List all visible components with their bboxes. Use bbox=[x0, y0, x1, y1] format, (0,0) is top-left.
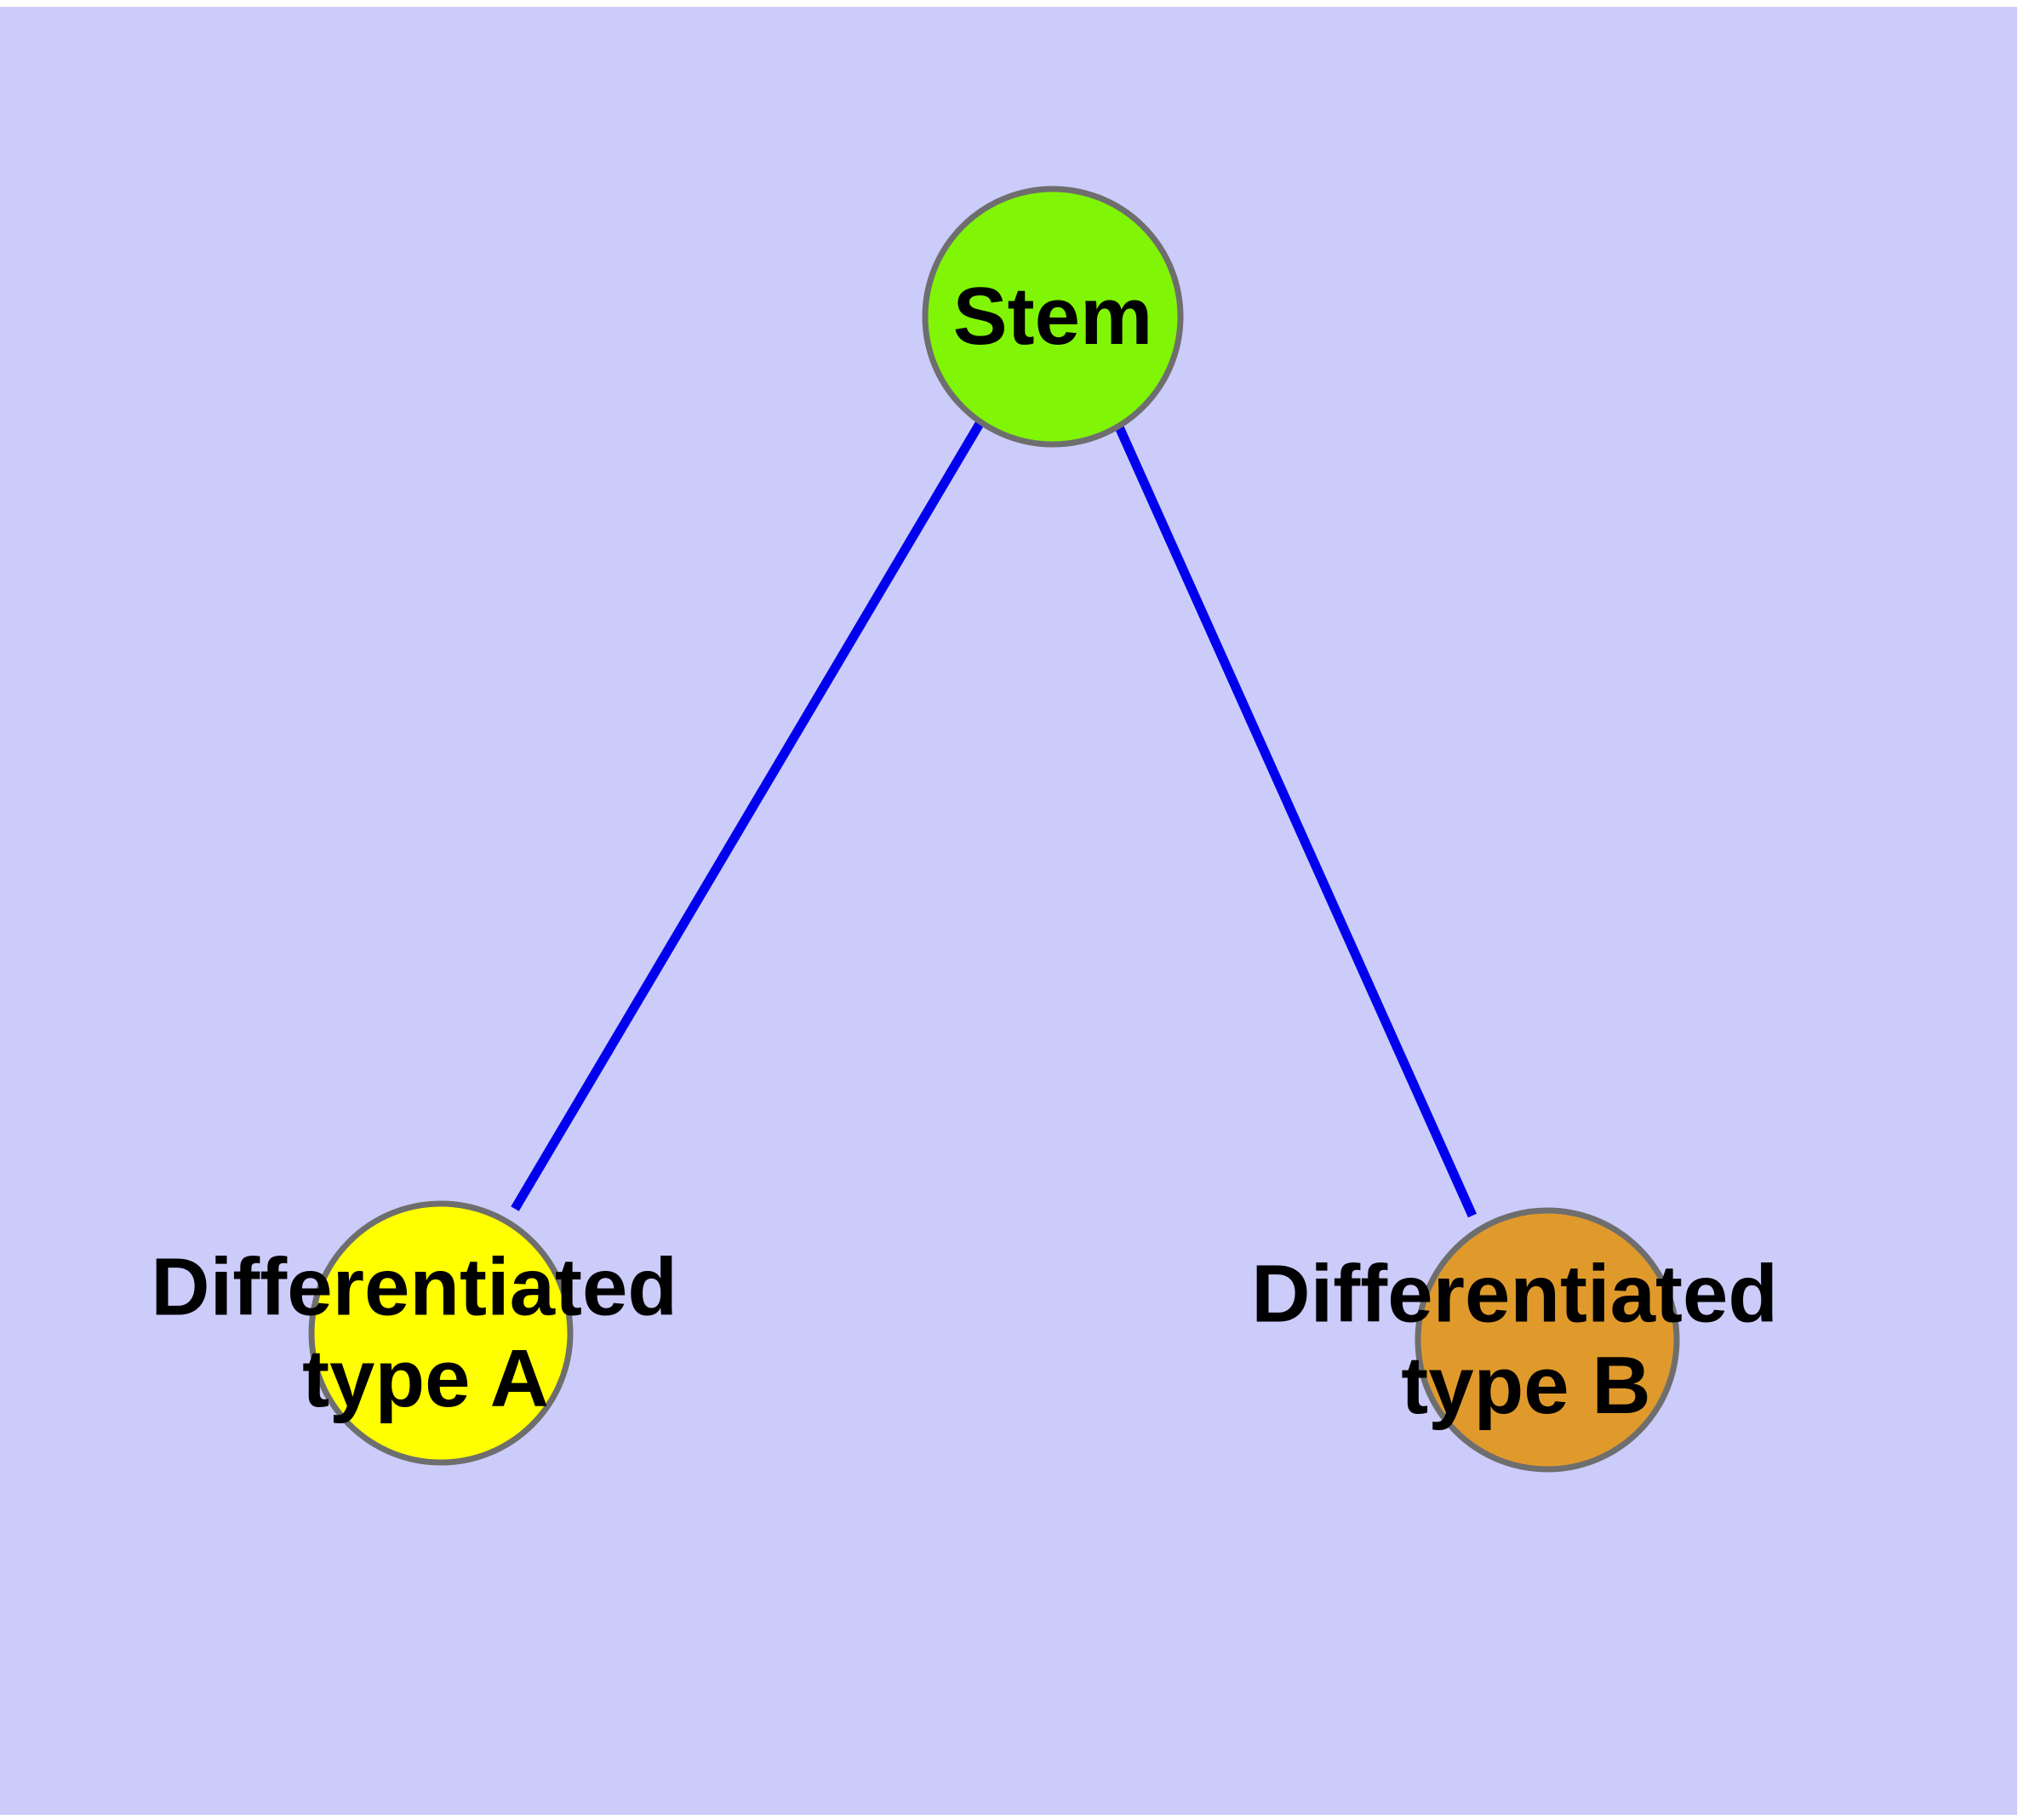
graph-background: Stem Differentiated type A Differentiate… bbox=[0, 7, 2017, 1815]
node-stem-label: Stem bbox=[953, 272, 1153, 363]
node-stem-circle[interactable] bbox=[922, 186, 1184, 448]
node-stem-label-line-0: Stem bbox=[953, 272, 1153, 363]
node-diff-b-label-line-1: type B bbox=[1401, 1340, 1650, 1431]
node-stem[interactable]: Stem bbox=[922, 186, 1184, 448]
node-diff-a-circle[interactable] bbox=[308, 1200, 574, 1466]
node-diff-a-label-line-1: type A bbox=[302, 1333, 549, 1424]
graph-svg: Stem Differentiated type A Differentiate… bbox=[151, 186, 1800, 1473]
node-diff-a-label-line-0: Differentiated bbox=[151, 1242, 677, 1333]
node-diff-b-circle[interactable] bbox=[1415, 1207, 1680, 1473]
nodes-layer: Stem Differentiated type A Differentiate… bbox=[151, 186, 1800, 1473]
node-diff-b-label-line-0: Differentiated bbox=[1251, 1249, 1778, 1340]
node-diff-b-label: Differentiated type B bbox=[1251, 1243, 1800, 1432]
node-diff-a-label: Differentiated type A bbox=[151, 1236, 700, 1425]
edges-layer bbox=[511, 419, 1477, 1218]
node-diff-a[interactable]: Differentiated type A bbox=[151, 1200, 700, 1466]
node-diff-b[interactable]: Differentiated type B bbox=[1251, 1207, 1800, 1473]
edge-stem-to-diff-a[interactable] bbox=[511, 420, 985, 1211]
edge-stem-to-diff-b[interactable] bbox=[1112, 419, 1477, 1218]
